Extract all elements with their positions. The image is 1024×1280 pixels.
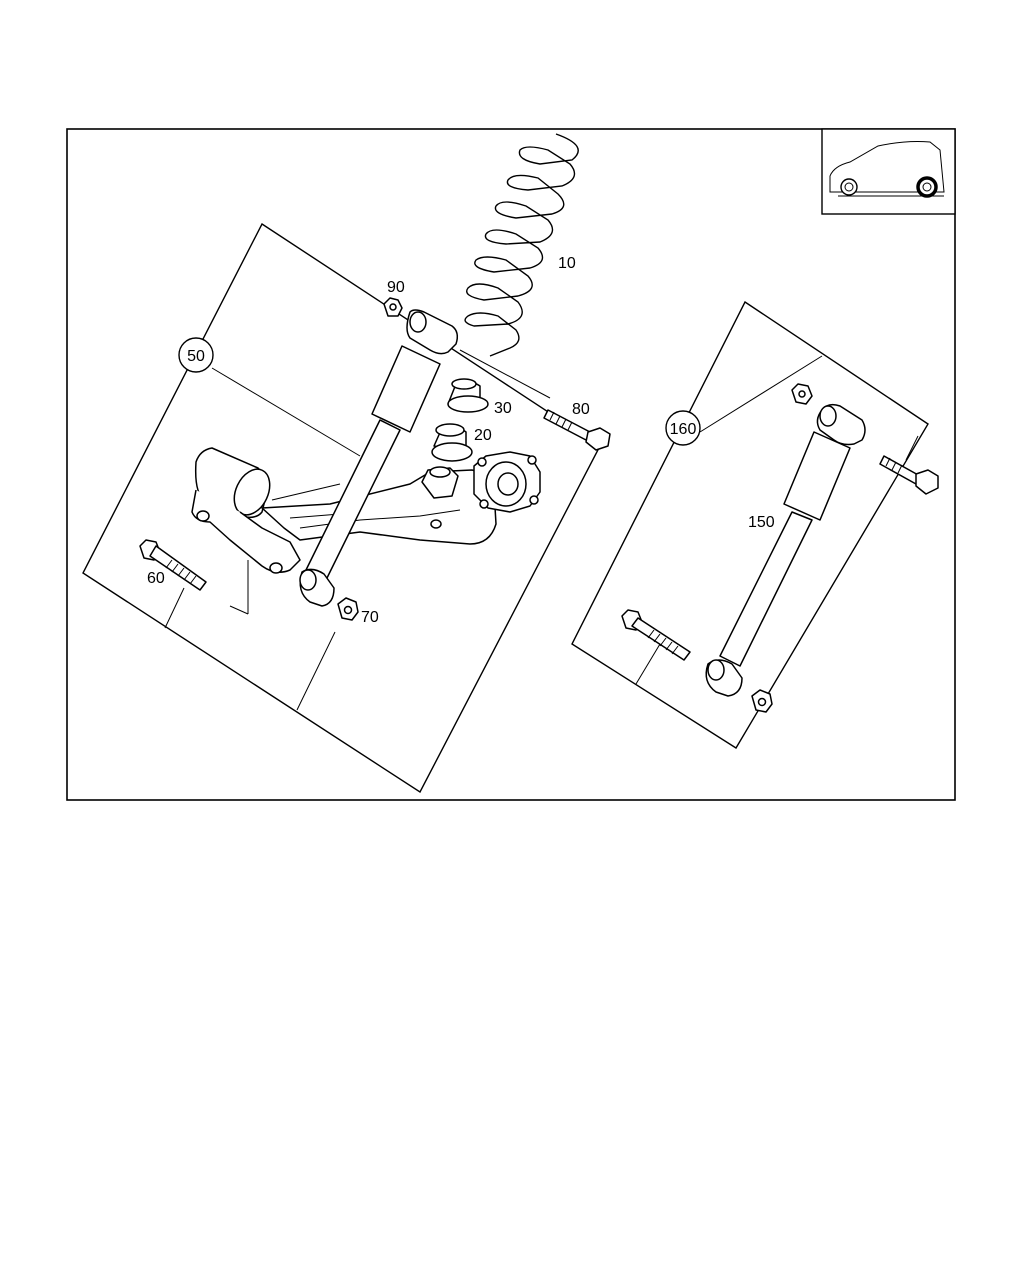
assembly-group-50-frame (82, 222, 601, 794)
car-side-rear-axle-icon (821, 128, 956, 215)
shock-absorber-150 (705, 403, 866, 697)
callout-90: 90 (387, 279, 405, 296)
nut-top-right (791, 383, 813, 405)
callout-30: 30 (494, 400, 512, 417)
callout-150: 150 (748, 514, 775, 531)
leader-lines-left (164, 349, 551, 711)
callout-20: 20 (474, 427, 492, 444)
assembly-group-160-frame (571, 300, 929, 749)
bolt-80 (543, 409, 611, 451)
bolt-right-upper (879, 455, 939, 495)
rear-axle-arm (191, 447, 541, 574)
bolt-right-lower (621, 609, 691, 661)
coil-spring (464, 133, 579, 357)
shock-absorber-left (299, 309, 459, 607)
leader-lines-right (635, 355, 919, 685)
rubber-mount-30 (447, 378, 489, 413)
callout-circle-50: 50 (178, 337, 214, 373)
nut-70 (337, 597, 359, 621)
callout-circle-160: 160 (665, 410, 701, 446)
spring-pad-20 (431, 423, 473, 462)
callout-50: 50 (187, 348, 205, 365)
callout-60: 60 (147, 570, 165, 587)
bolt-60 (139, 539, 207, 591)
nut-90 (383, 297, 403, 317)
callout-160: 160 (670, 421, 697, 438)
callout-10: 10 (558, 255, 576, 272)
callout-70: 70 (361, 609, 379, 626)
diagram-frame (66, 128, 956, 801)
nut-right-lower (751, 689, 773, 713)
callout-80: 80 (572, 401, 590, 418)
